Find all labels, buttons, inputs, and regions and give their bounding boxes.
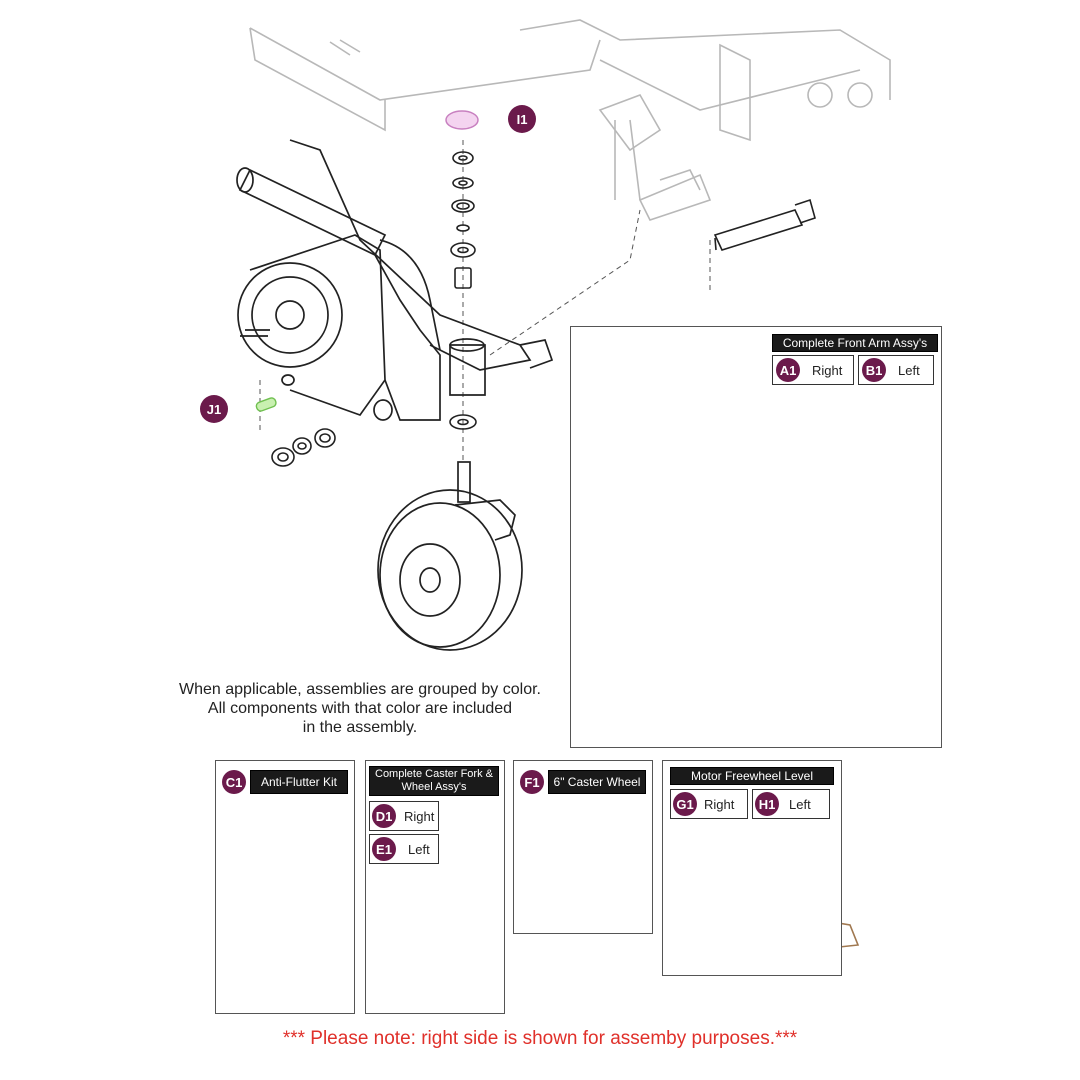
freewheel-left-label: Left [789,797,811,812]
freewheel-header: Motor Freewheel Level [670,767,834,785]
grouping-note-line1: When applicable, assemblies are grouped … [179,681,541,698]
badge-d1: D1 [372,804,396,828]
caster-wheel-main [377,461,523,651]
caster-fork-left-label: Left [408,842,430,857]
caster-wheel-header: 6" Caster Wheel [548,770,646,794]
badge-a1: A1 [776,358,800,382]
badge-h1: H1 [755,792,779,816]
caster-fork-header: Complete Caster Fork & Wheel Assy's [369,766,499,796]
badge-e1: E1 [372,837,396,861]
callout-i1: I1 [508,105,536,133]
callout-j1: J1 [200,395,228,423]
caster-fork-box [365,760,505,1014]
caster-fork-right-label: Right [404,809,435,824]
front-arm-assy-box [570,326,942,748]
bearing-stack [449,151,477,430]
badge-b1: B1 [862,358,886,382]
front-arm-header: Complete Front Arm Assy's [772,334,938,352]
badge-f1: F1 [520,770,544,794]
chassis-frame [249,19,891,221]
badge-g1: G1 [673,792,697,816]
badge-c1: C1 [222,770,246,794]
hub-hardware [271,428,336,467]
anti-flutter-box [215,760,355,1014]
grouping-note-line2: All components with that color are inclu… [207,700,513,717]
front-arm-main [236,139,554,421]
cap-i1 [445,110,479,130]
front-arm-left-label: Left [898,363,920,378]
pivot-bolt [713,198,816,251]
front-arm-right-label: Right [812,363,843,378]
grouping-note: When applicable, assemblies are grouped … [130,680,590,737]
assembly-footnote: *** Please note: right side is shown for… [282,1028,798,1049]
grouping-note-line3: in the assembly. [302,719,418,736]
anti-flutter-header: Anti-Flutter Kit [250,770,348,794]
pin-j1 [255,397,277,412]
freewheel-right-label: Right [704,797,735,812]
